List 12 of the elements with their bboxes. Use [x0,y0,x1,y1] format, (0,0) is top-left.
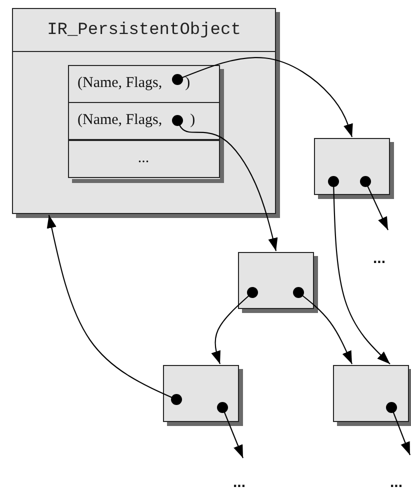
row-text: (Name, Flags, [78,75,162,92]
ellipsis-text: ... [138,150,150,167]
row-text: (Name, Flags, [78,112,162,129]
class-name: IR_PersistentObject [13,9,275,52]
table-row [68,140,220,178]
row-text: ) [190,112,196,129]
ellipsis-text: ... [390,474,403,491]
ellipsis-text: ... [373,250,386,267]
row-text: ) [185,75,190,92]
ellipsis-text: ... [233,474,246,491]
table-row [68,64,220,102]
table-row [68,102,220,140]
